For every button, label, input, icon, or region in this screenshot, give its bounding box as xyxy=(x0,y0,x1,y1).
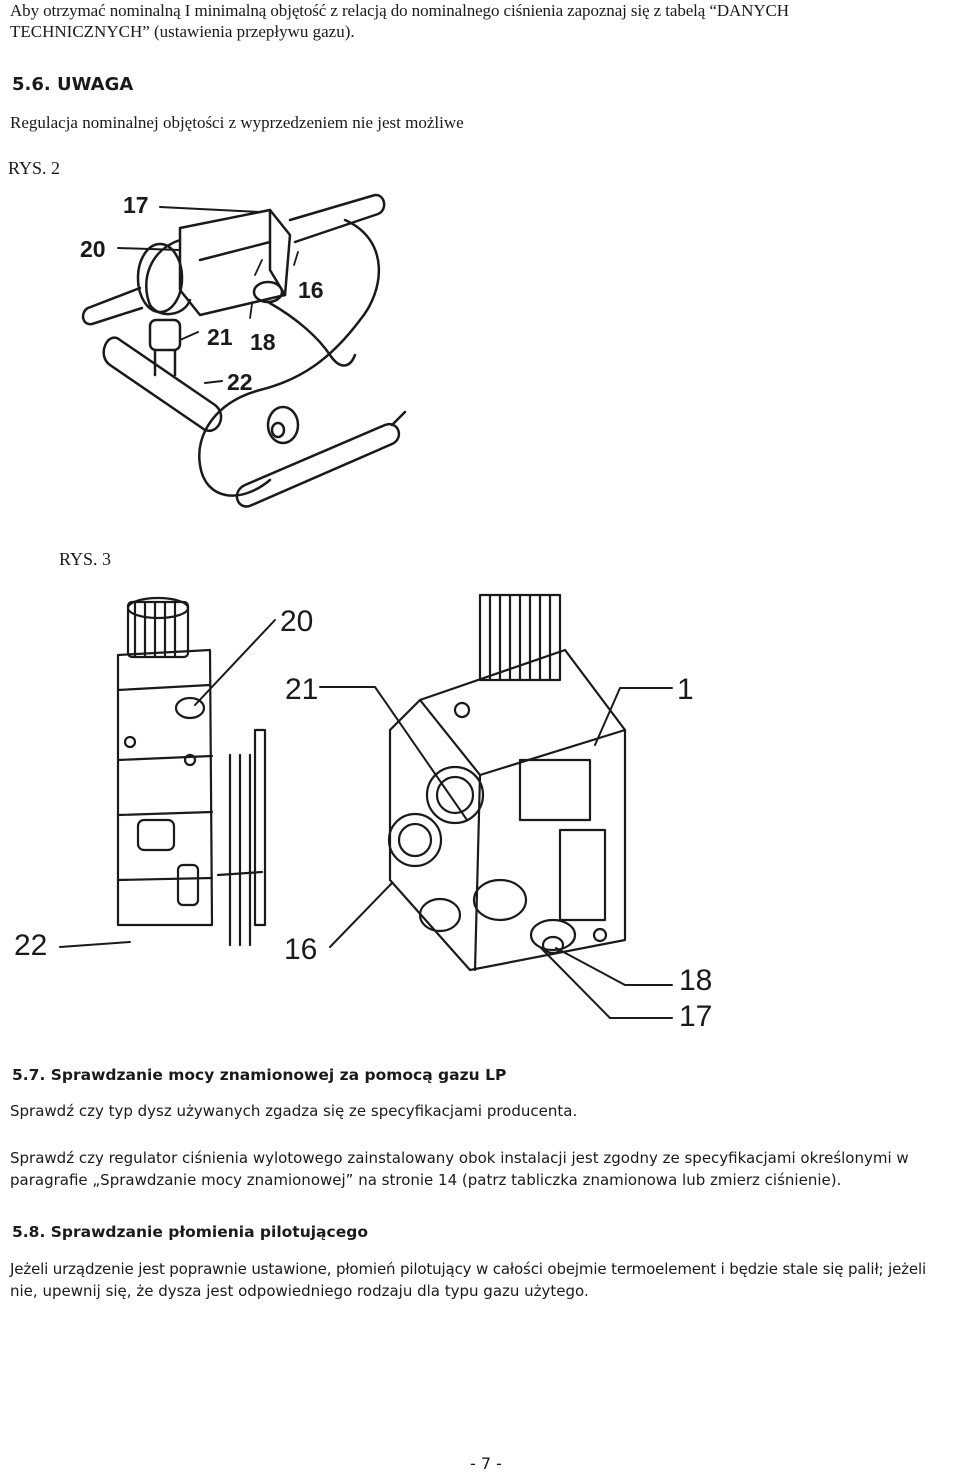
figure-3-caption: RYS. 3 xyxy=(59,549,112,569)
fig3-label-16: 16 xyxy=(284,933,318,966)
section-5-6-heading: 5.6. UWAGA xyxy=(12,74,134,95)
figure-3-drawing: 20 21 1 22 16 18 17 xyxy=(0,580,960,1040)
fig2-label-17: 17 xyxy=(123,192,149,218)
fig2-label-22: 22 xyxy=(227,369,253,395)
section-5-7-paragraph-2-line-1: Sprawdź czy regulator ciśnienia wylotowe… xyxy=(10,1149,909,1167)
fig3-label-22: 22 xyxy=(14,929,48,962)
section-5-7-paragraph-1: Sprawdź czy typ dysz używanych zgadza si… xyxy=(10,1102,578,1120)
figure-2-drawing: 17 20 16 21 18 22 xyxy=(0,180,480,520)
fig3-label-20: 20 xyxy=(280,605,314,638)
intro-line-1: Aby otrzymać nominalną I minimalną objęt… xyxy=(10,1,789,20)
fig3-label-21: 21 xyxy=(285,673,319,706)
fig3-label-17: 17 xyxy=(679,1000,713,1033)
intro-line-2: TECHNICZNYCH” (ustawienia przepływu gazu… xyxy=(10,22,355,41)
section-5-6-text: Regulacja nominalnej objętości z wyprzed… xyxy=(10,113,464,132)
fig2-label-20: 20 xyxy=(80,236,106,262)
section-5-7-heading: 5.7. Sprawdzanie mocy znamionowej za pom… xyxy=(12,1066,507,1084)
fig2-label-16: 16 xyxy=(298,277,324,303)
fig2-label-18: 18 xyxy=(250,329,276,355)
fig3-label-18: 18 xyxy=(679,964,713,997)
section-5-7-paragraph-2-line-2: paragrafie „Sprawdzanie mocy znamionowej… xyxy=(10,1171,842,1189)
gas-valve-illustration xyxy=(81,193,407,508)
section-5-8-paragraph-line-1: Jeżeli urządzenie jest poprawnie ustawio… xyxy=(10,1260,927,1278)
page-number: - 7 - xyxy=(470,1454,502,1473)
gas-valve-views-illustration xyxy=(59,593,673,1019)
figure-2-caption: RYS. 2 xyxy=(8,158,61,178)
section-5-8-paragraph-line-2: nie, upewnij się, że dysza jest odpowied… xyxy=(10,1282,589,1300)
fig3-label-1: 1 xyxy=(677,673,694,706)
fig2-label-21: 21 xyxy=(207,324,233,350)
section-5-8-heading: 5.8. Sprawdzanie płomienia pilotującego xyxy=(12,1223,368,1241)
